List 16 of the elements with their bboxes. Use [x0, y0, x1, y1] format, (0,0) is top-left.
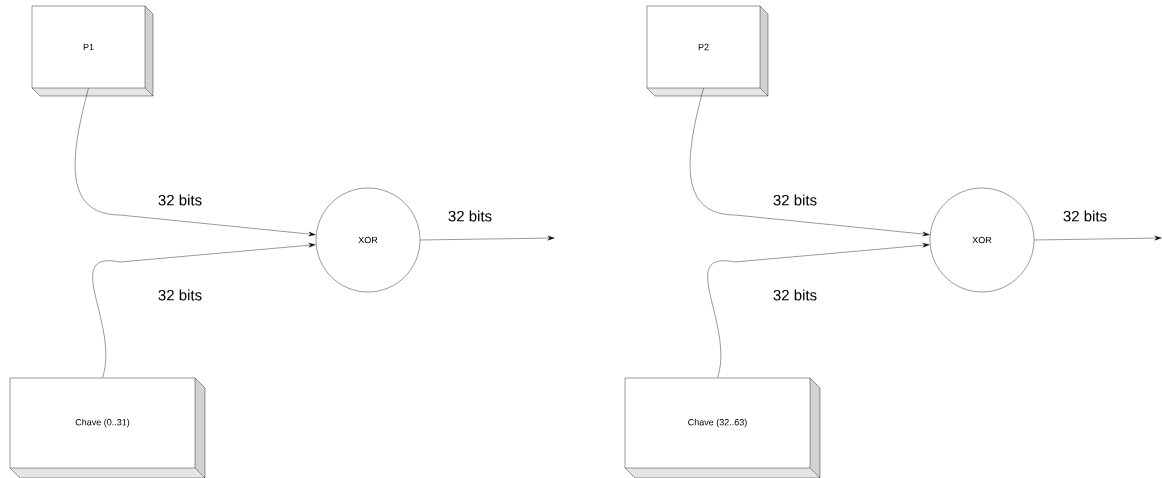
box: P2	[646, 5, 769, 97]
arrow	[74, 88, 316, 237]
box: Chave (0..31)	[9, 377, 206, 478]
edge-label: 32 bits	[1063, 210, 1107, 222]
arrow	[707, 243, 930, 378]
edge-label: 32 bits	[158, 289, 202, 301]
arrow	[1034, 235, 1162, 241]
edge-label: 32 bits	[158, 194, 202, 206]
arrow	[92, 243, 316, 378]
box: Chave (32..63)	[624, 377, 821, 478]
arrow	[420, 235, 555, 241]
edge-label: 32 bits	[448, 210, 492, 222]
arrow	[689, 88, 930, 237]
edge-label: 32 bits	[773, 289, 817, 301]
box: P1	[31, 5, 154, 97]
edge-label: 32 bits	[773, 194, 817, 206]
